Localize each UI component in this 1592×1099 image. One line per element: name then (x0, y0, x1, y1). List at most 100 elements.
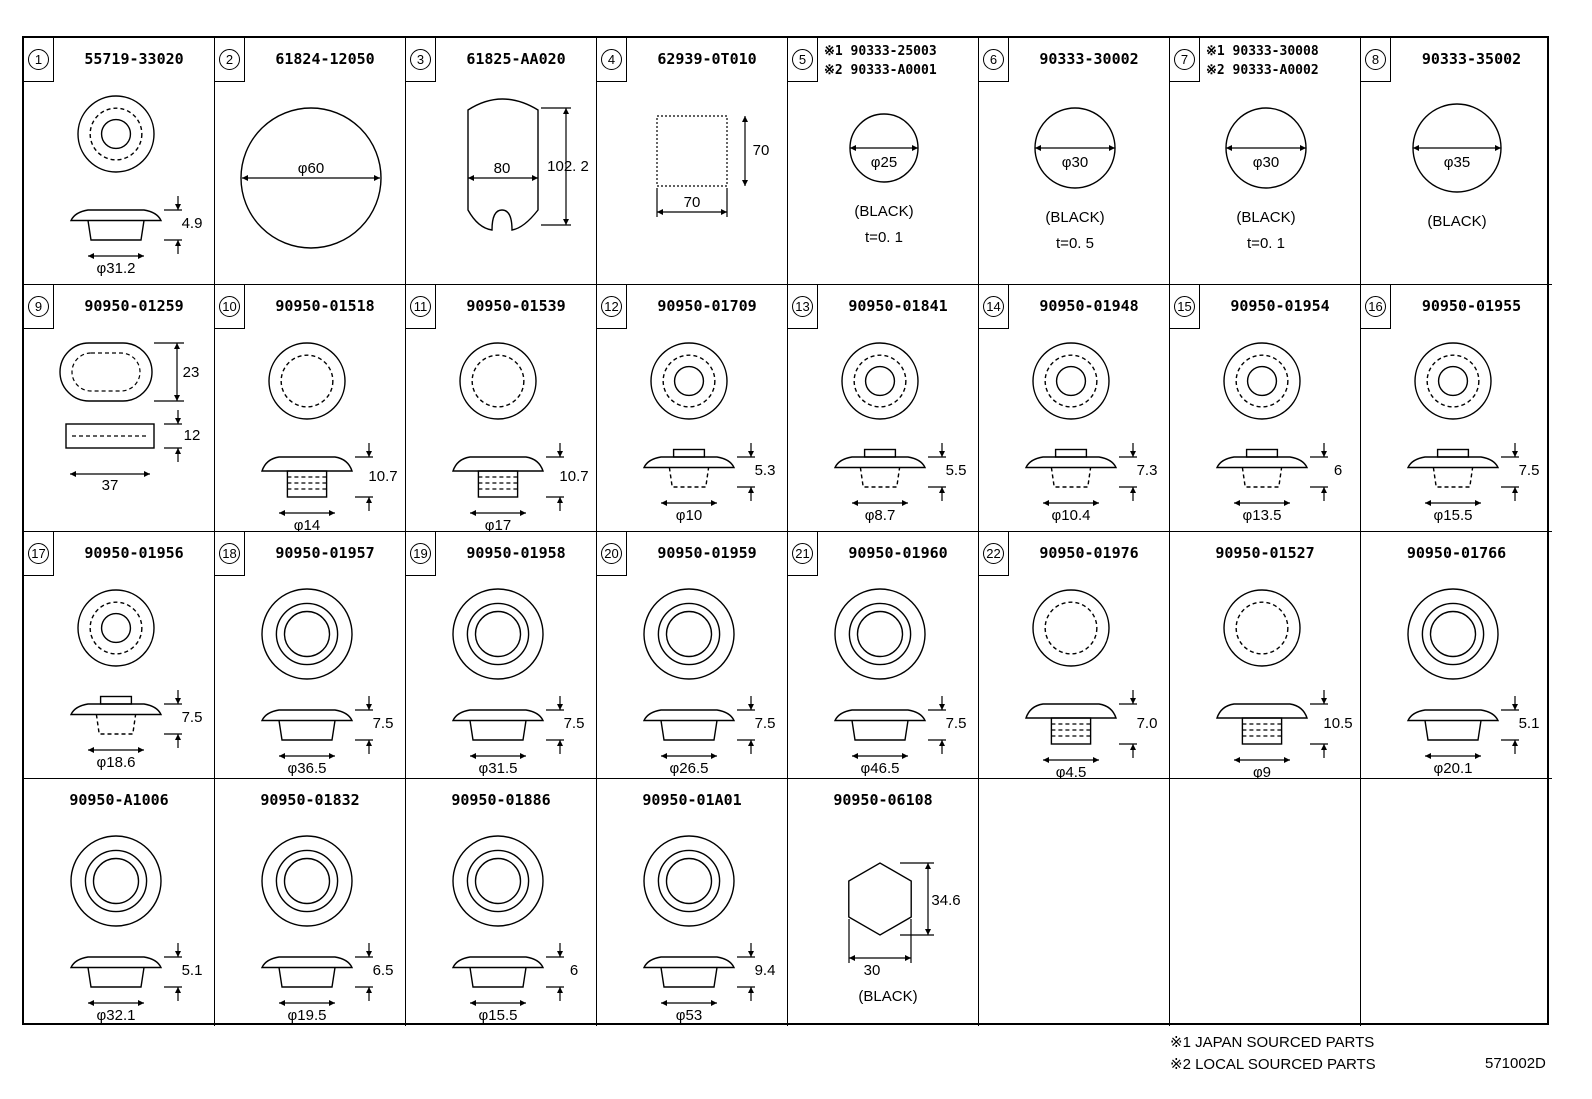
part-number-line: 90950-01259 (84, 297, 184, 315)
top-outline (268, 342, 346, 420)
item-number: 21 (792, 543, 813, 564)
arrow-head (902, 500, 908, 506)
part-drawing: φ60 (240, 107, 382, 249)
arrow-head (1321, 451, 1327, 457)
top-outline (643, 835, 735, 927)
arrow-head (1300, 145, 1306, 151)
arrow-head (366, 951, 372, 957)
item-number-badge: 6 (979, 38, 1009, 82)
dimension-label: 10.7 (559, 468, 588, 485)
dimension-label: 10.5 (1323, 715, 1352, 732)
top-inner-ring (471, 354, 525, 408)
side-profile (1406, 709, 1500, 741)
arrow-head (329, 1000, 335, 1006)
arrow-head (174, 395, 180, 401)
item-number-badge: 22 (979, 532, 1009, 576)
top-bore (474, 857, 522, 905)
arrow-head (661, 1000, 667, 1006)
thickness-note: t=0. 5 (1056, 235, 1094, 252)
arrow-head (1130, 744, 1136, 750)
part-number-line: 61825-AA020 (466, 50, 566, 68)
dimension-label: φ53 (676, 1007, 702, 1024)
part-number-line: 90950-01527 (1215, 544, 1315, 562)
arrow-head (1321, 744, 1327, 750)
dimension-label: φ13.5 (1243, 507, 1282, 524)
side-profile (452, 456, 544, 498)
item-number: 5 (792, 49, 813, 70)
item-number: 15 (1174, 296, 1195, 317)
part-drawing: 34.630(BLACK) (848, 862, 961, 1005)
arrow-head (1109, 145, 1115, 151)
item-number-badge: 4 (597, 38, 627, 82)
arrow-head (711, 1000, 717, 1006)
color-note: (BLACK) (1427, 213, 1486, 230)
item-number-badge: 2 (215, 38, 245, 82)
side-profile (451, 709, 545, 741)
side-profile (1024, 448, 1118, 488)
top-inner-ring (1044, 601, 1098, 655)
item-number: 9 (28, 296, 49, 317)
part-number: 90950-01956 (54, 544, 214, 562)
arrow-head (557, 987, 563, 993)
dimension-label: φ31.2 (97, 260, 136, 277)
dimension-label: φ19.5 (288, 1007, 327, 1024)
color-note: (BLACK) (1236, 209, 1295, 226)
arrow-head (175, 204, 181, 210)
part-cell: 90950-01527 10.5 φ9 (1170, 532, 1361, 779)
part-number: 61824-12050 (245, 50, 405, 68)
dimension-label: φ14 (294, 517, 320, 532)
dimension-label: φ15.5 (479, 1007, 518, 1024)
side-profile (69, 209, 163, 241)
part-drawing: φ25(BLACK)t=0. 1 (849, 113, 919, 246)
arrow-head (1321, 698, 1327, 704)
arrow-head (557, 951, 563, 957)
part-number-line: 90950-01709 (657, 297, 757, 315)
arrow-head (661, 500, 667, 506)
arrow-head (175, 448, 181, 454)
dimension-label: φ8.7 (865, 507, 896, 524)
part-number: 90950-06108 (788, 791, 978, 809)
dimension-label: 9.4 (755, 962, 776, 979)
part-number-line: 90950-01954 (1230, 297, 1330, 315)
item-number: 19 (410, 543, 431, 564)
arrow-head (1130, 451, 1136, 457)
part-drawing: φ35(BLACK) (1412, 103, 1502, 230)
part-number-line: 90950-01539 (466, 297, 566, 315)
arrow-head (279, 753, 285, 759)
part-number-line: 90950-01957 (275, 544, 375, 562)
part-number: 90333-35002 (1391, 50, 1552, 68)
item-number-badge: 17 (24, 532, 54, 576)
dimension-label: φ31.5 (479, 760, 518, 777)
part-number-line: ※2 90333-A0001 (824, 63, 937, 78)
item-number-badge: 15 (1170, 285, 1200, 329)
arrow-head (1130, 698, 1136, 704)
arrow-head (563, 219, 569, 225)
arrow-head (852, 500, 858, 506)
oval-inner (71, 352, 141, 392)
arrow-head (1226, 145, 1232, 151)
part-number: 90950-01955 (1391, 297, 1552, 315)
part-number: 90950-01766 (1361, 544, 1552, 562)
side-profile (642, 956, 736, 988)
item-number: 17 (28, 543, 49, 564)
dimension-label: φ15.5 (1434, 507, 1473, 524)
side-profile (1406, 448, 1500, 488)
item-number-badge: 20 (597, 532, 627, 576)
part-number-line: 90950-06108 (833, 791, 933, 809)
dimension-label: φ9 (1253, 764, 1271, 779)
arrow-head (175, 418, 181, 424)
top-inner-ring (657, 849, 721, 913)
item-number-badge: 13 (788, 285, 818, 329)
item-number: 7 (1174, 49, 1195, 70)
item-number: 10 (219, 296, 240, 317)
